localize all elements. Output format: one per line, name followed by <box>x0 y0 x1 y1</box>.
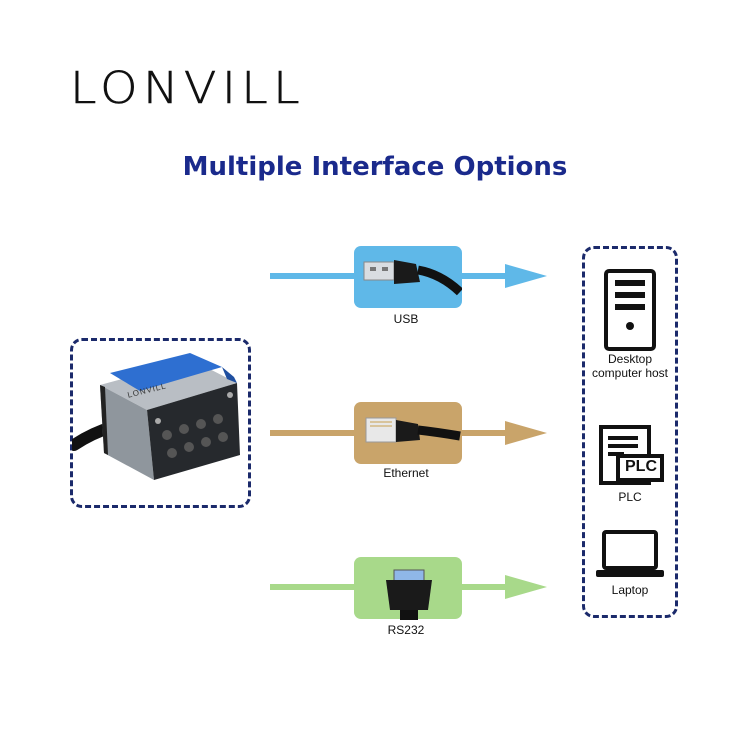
rs232-connector-icon <box>386 569 432 620</box>
usb-arrow-head-icon <box>505 264 547 288</box>
ethernet-connector-icon <box>365 417 461 443</box>
ethernet-arrow-head-icon <box>505 421 547 445</box>
plc-icon <box>599 425 664 485</box>
plc-icon-text: PLC <box>625 458 657 475</box>
laptop-label: Laptop <box>611 583 649 597</box>
usb-label: USB <box>393 312 419 326</box>
page-title: Multiple Interface Options <box>182 152 568 182</box>
desktop-tower-icon <box>604 269 656 351</box>
targets-frame <box>582 246 678 618</box>
laptop-icon <box>596 530 664 577</box>
barcode-scanner-image <box>72 353 240 480</box>
plc-label: PLC <box>618 490 642 504</box>
usb-connector-icon <box>363 260 462 296</box>
scanner-frame <box>70 338 251 508</box>
brand-logo: LONVILL <box>70 63 306 114</box>
ethernet-label: Ethernet <box>383 466 429 480</box>
rs232-arrow-head-icon <box>505 575 547 599</box>
rs232-label: RS232 <box>387 623 425 637</box>
desktop-label: Desktop computer host <box>591 352 669 380</box>
